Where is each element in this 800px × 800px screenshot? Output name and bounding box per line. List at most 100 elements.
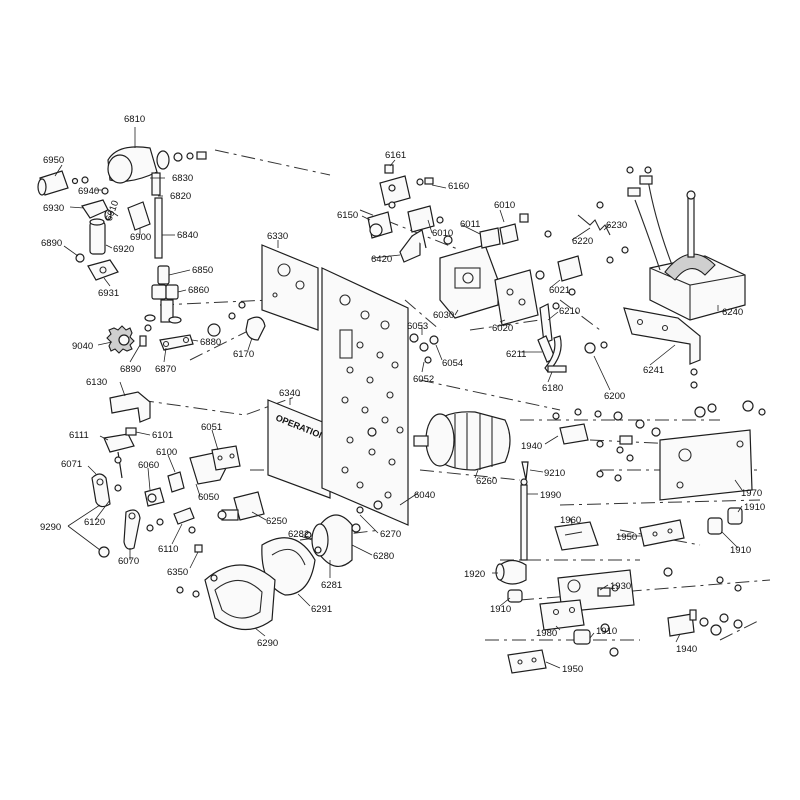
label-1930: 1930: [610, 581, 631, 592]
label-6010-mid: 6010: [432, 228, 453, 239]
bracket-6420: [399, 235, 421, 263]
label-6220: 6220: [572, 236, 593, 247]
label-6011: 6011: [460, 219, 480, 230]
label-6241: 6241: [643, 365, 664, 376]
bracket-1980: [539, 599, 585, 631]
label-6281: 6281: [321, 580, 342, 591]
knob-6280: [319, 514, 353, 567]
rod-1990: [520, 484, 528, 561]
label-6060: 6060: [138, 460, 159, 471]
bushing-1910b: [707, 517, 723, 535]
label-6940: 6940: [78, 186, 99, 197]
label-9040: 9040: [72, 341, 93, 352]
plate-6931: [87, 259, 119, 281]
label-6330: 6330: [267, 231, 288, 242]
link-6880: [159, 334, 194, 351]
knob-6170: [245, 316, 266, 341]
label-6860: 6860: [188, 285, 209, 296]
label-6830: 6830: [172, 173, 193, 184]
label-1970: 1970: [741, 488, 762, 499]
rod-6180: [544, 335, 562, 373]
label-1990: 1990: [540, 490, 561, 501]
operation-plate-6340: OPERATION: [267, 399, 331, 499]
label-6051: 6051: [201, 422, 222, 433]
label-6052: 6052: [413, 374, 434, 385]
lever-6210: [539, 303, 553, 344]
label-6161: 6161: [385, 150, 406, 161]
top-center-parts: [367, 164, 629, 373]
block-1950b: [507, 649, 547, 674]
label-6110: 6110: [158, 544, 178, 555]
label-1940-top: 1940: [521, 441, 542, 452]
housing-6290: [204, 564, 276, 631]
label-6150: 6150: [337, 210, 358, 221]
arm-6070: [123, 509, 141, 550]
label-6053: 6053: [407, 321, 428, 332]
label-1920: 1920: [464, 569, 485, 580]
label-6101: 6101: [152, 430, 173, 441]
label-6270: 6270: [380, 529, 401, 540]
label-6040: 6040: [414, 490, 435, 501]
label-1910-c: 1910: [490, 604, 511, 615]
label-6054: 6054: [442, 358, 463, 369]
bushing-1910a: [727, 507, 743, 525]
label-6910: 6910: [104, 199, 122, 223]
rod-6840: [154, 197, 163, 259]
frame-1970: [659, 429, 753, 501]
label-6100: 6100: [156, 447, 177, 458]
bracket-1940b: [667, 613, 695, 637]
label-6021: 6021: [549, 285, 570, 296]
bracket-6130: [109, 391, 151, 423]
label-6170: 6170: [233, 349, 254, 360]
panel-6330: [207, 244, 319, 341]
label-6931: 6931: [98, 288, 119, 299]
label-6010-top: 6010: [494, 200, 515, 211]
label-6070: 6070: [118, 556, 139, 567]
label-6210: 6210: [559, 306, 580, 317]
label-6810: 6810: [124, 114, 145, 125]
block-1950a: [639, 519, 685, 547]
label-6211: 6211: [506, 349, 526, 360]
bolt-6240: [687, 194, 695, 258]
label-6290: 6290: [257, 638, 278, 649]
center-motor-parts: [192, 333, 511, 631]
label-6282: 6282: [288, 529, 309, 540]
label-6920: 6920: [113, 244, 134, 255]
cable-6230: [634, 199, 661, 271]
label-6200: 6200: [604, 391, 625, 402]
spring-6220: [577, 214, 611, 236]
label-6900: 6900: [130, 232, 151, 243]
label-1950-mid: 1950: [616, 532, 637, 543]
bracket-1940a: [559, 423, 589, 445]
label-6180: 6180: [542, 383, 563, 394]
label-6840: 6840: [177, 230, 198, 241]
pin-9210: [521, 461, 529, 481]
switch-assembly: [91, 391, 265, 594]
label-6420: 6420: [371, 254, 392, 265]
lamp-stem-6820: [151, 172, 161, 196]
label-1950-bottom: 1950: [562, 664, 583, 675]
rod-6850: [157, 265, 170, 285]
plate-6111: [103, 433, 135, 453]
frame-6030: [439, 244, 499, 319]
right-lower-assembly: [495, 400, 766, 674]
leader-lines: [54, 127, 743, 669]
label-6240: 6240: [722, 307, 743, 318]
label-1910-a: 1910: [744, 502, 765, 513]
label-6120: 6120: [84, 517, 105, 528]
bushing-1910c: [507, 589, 523, 603]
bracket-6011: [479, 227, 501, 249]
label-6111: 6111: [69, 430, 89, 441]
label-6890-bottom: 6890: [120, 364, 141, 375]
label-6820: 6820: [170, 191, 191, 202]
lamp-assembly: [37, 146, 207, 354]
sleeve-6920: [89, 221, 106, 255]
label-6280: 6280: [373, 551, 394, 562]
label-6230: 6230: [606, 220, 627, 231]
label-6340: 6340: [279, 388, 300, 399]
label-6890-top: 6890: [41, 238, 62, 249]
label-6870: 6870: [155, 364, 176, 375]
label-6880: 6880: [200, 337, 221, 348]
